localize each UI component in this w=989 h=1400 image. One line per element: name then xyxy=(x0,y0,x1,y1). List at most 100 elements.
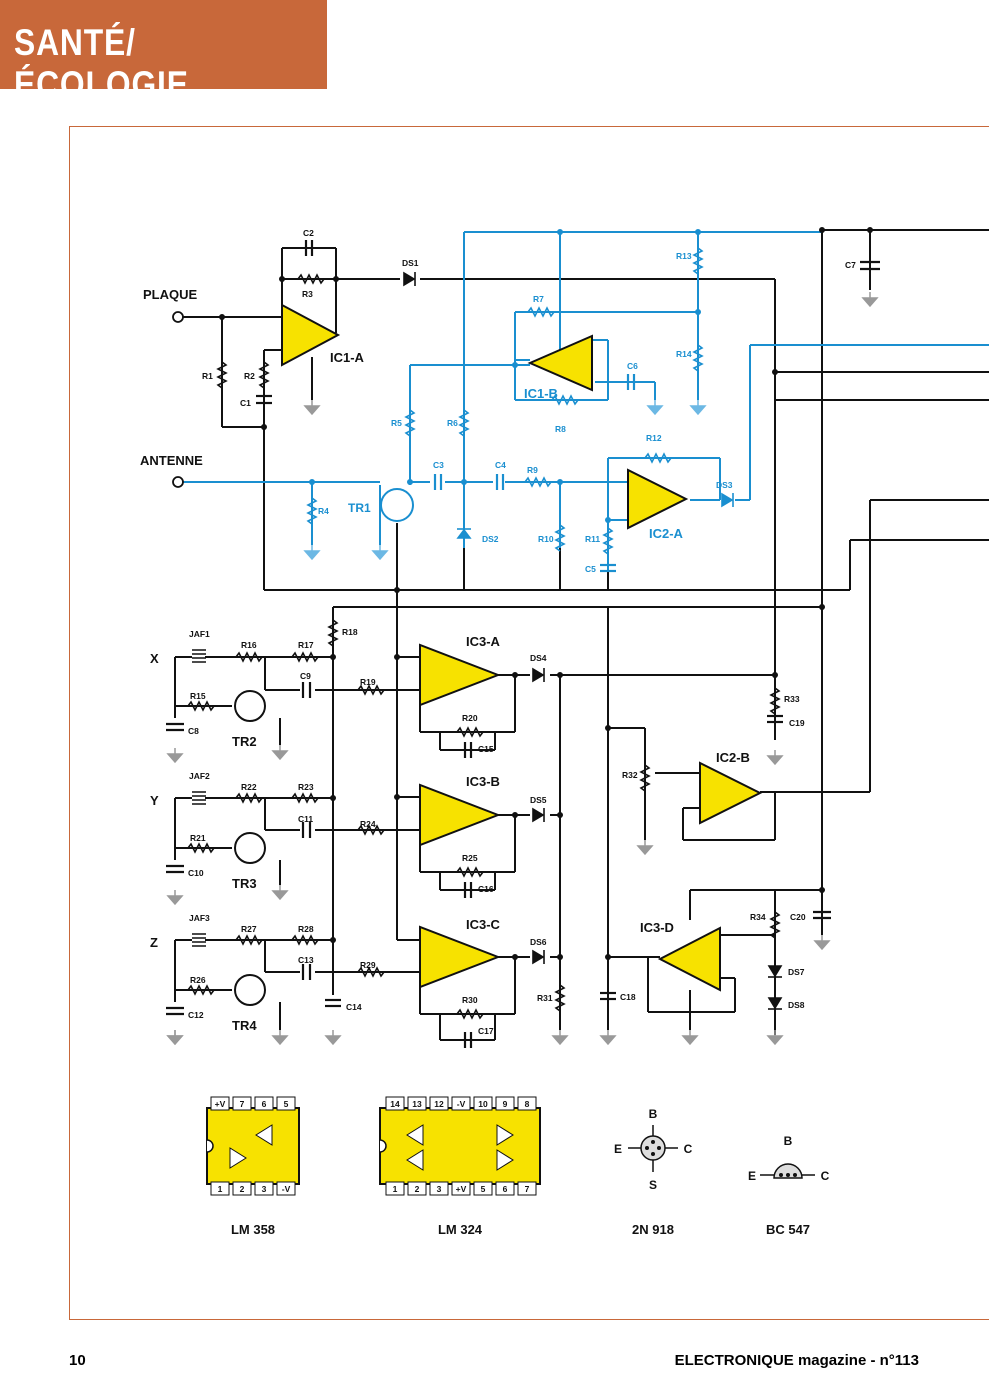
svg-text:R10: R10 xyxy=(538,534,554,544)
svg-text:R9: R9 xyxy=(527,465,538,475)
svg-text:R8: R8 xyxy=(555,424,566,434)
svg-text:R17: R17 xyxy=(298,640,314,650)
svg-text:7: 7 xyxy=(525,1184,530,1194)
ic1b-label: IC1-B xyxy=(524,386,558,401)
svg-text:5: 5 xyxy=(284,1099,289,1109)
opamp-ic3b xyxy=(419,783,501,847)
svg-text:C3: C3 xyxy=(433,460,444,470)
svg-text:C: C xyxy=(821,1169,830,1183)
component-labels-blue: IC1-B IC2-A TR1 R5 R6 R7 R8 R9 R10 R11 R… xyxy=(318,251,733,574)
svg-text:6: 6 xyxy=(262,1099,267,1109)
svg-text:9: 9 xyxy=(503,1099,508,1109)
svg-text:C7: C7 xyxy=(845,260,856,270)
tr1-label: TR1 xyxy=(348,501,371,515)
component-labels: PLAQUE ANTENNE X Y Z IC1-A IC3-A IC3-B I… xyxy=(140,228,856,1036)
x-axis-label: X xyxy=(150,651,159,666)
input-jacks xyxy=(172,311,184,488)
svg-text:8: 8 xyxy=(525,1099,530,1109)
svg-text:DS8: DS8 xyxy=(788,1000,805,1010)
svg-text:R31: R31 xyxy=(537,993,553,1003)
svg-text:R3: R3 xyxy=(302,289,313,299)
blue-wiring xyxy=(182,231,989,572)
svg-text:14: 14 xyxy=(390,1099,400,1109)
svg-text:R25: R25 xyxy=(462,853,478,863)
pinout-2n918: B E C S 2N 918 xyxy=(614,1107,693,1237)
transistor-tr3 xyxy=(234,832,266,864)
opamp-ic3a xyxy=(419,643,501,707)
svg-text:R21: R21 xyxy=(190,833,206,843)
svg-text:R27: R27 xyxy=(241,924,257,934)
section-title: SANTÉ/ÉCOLOGIE xyxy=(14,22,189,105)
antenne-jack xyxy=(172,476,184,488)
transistor-tr2 xyxy=(234,690,266,722)
opamp-ic1a xyxy=(281,303,341,367)
svg-text:DS3: DS3 xyxy=(716,480,733,490)
transistor-symbols xyxy=(234,488,414,1006)
svg-text:JAF2: JAF2 xyxy=(189,771,210,781)
svg-text:JAF3: JAF3 xyxy=(189,913,210,923)
tr3-label: TR3 xyxy=(232,876,257,891)
svg-text:C: C xyxy=(684,1142,693,1156)
svg-text:R1: R1 xyxy=(202,371,213,381)
svg-text:C20: C20 xyxy=(790,912,806,922)
svg-text:C13: C13 xyxy=(298,955,314,965)
pinout-bc547: B E C BC 547 xyxy=(748,1134,830,1237)
capacitor-symbols xyxy=(166,240,880,1048)
resistor-symbols xyxy=(187,273,781,1020)
svg-text:10: 10 xyxy=(478,1099,488,1109)
svg-text:R32: R32 xyxy=(622,770,638,780)
plaque-label: PLAQUE xyxy=(143,287,198,302)
schematic-frame xyxy=(69,126,989,1320)
svg-text:R2: R2 xyxy=(244,371,255,381)
svg-text:+V: +V xyxy=(456,1184,467,1194)
svg-text:C14: C14 xyxy=(346,1002,362,1012)
svg-text:2: 2 xyxy=(415,1184,420,1194)
transistor-tr4 xyxy=(234,974,266,1006)
svg-text:6: 6 xyxy=(503,1184,508,1194)
z-axis-label: Z xyxy=(150,935,158,950)
svg-text:R14: R14 xyxy=(676,349,692,359)
opamp-ic2a xyxy=(627,468,689,530)
junction-dots xyxy=(219,227,873,960)
svg-text:C10: C10 xyxy=(188,868,204,878)
ic2b-label: IC2-B xyxy=(716,750,750,765)
svg-text:R26: R26 xyxy=(190,975,206,985)
svg-text:C6: C6 xyxy=(627,361,638,371)
svg-text:R29: R29 xyxy=(360,960,376,970)
tr2-label: TR2 xyxy=(232,734,257,749)
ic3b-label: IC3-B xyxy=(466,774,500,789)
svg-text:R19: R19 xyxy=(360,677,376,687)
svg-text:R20: R20 xyxy=(462,713,478,723)
ground-symbols xyxy=(167,291,878,1045)
lm324-name: LM 324 xyxy=(438,1222,483,1237)
antenne-label: ANTENNE xyxy=(140,453,203,468)
svg-text:R6: R6 xyxy=(447,418,458,428)
ic3d-label: IC3-D xyxy=(640,920,674,935)
svg-text:+V: +V xyxy=(215,1099,226,1109)
svg-text:C18: C18 xyxy=(620,992,636,1002)
n2n918-name: 2N 918 xyxy=(632,1222,674,1237)
svg-text:DS6: DS6 xyxy=(530,937,547,947)
junction-dots-blue xyxy=(309,229,701,523)
svg-text:R16: R16 xyxy=(241,640,257,650)
svg-text:R34: R34 xyxy=(750,912,766,922)
svg-text:R18: R18 xyxy=(342,627,358,637)
svg-text:R12: R12 xyxy=(646,433,662,443)
resistor-symbols-blue xyxy=(306,247,704,555)
svg-text:R5: R5 xyxy=(391,418,402,428)
pinout-lm324: 14 13 12 -V 10 9 8 1 2 3 +V 5 6 7 LM 324 xyxy=(379,1096,541,1237)
svg-text:5: 5 xyxy=(481,1184,486,1194)
svg-text:R33: R33 xyxy=(784,694,800,704)
magazine-footer: ELECTRONIQUE magazine - n°113 xyxy=(674,1352,919,1369)
svg-text:R22: R22 xyxy=(241,782,257,792)
svg-text:R11: R11 xyxy=(585,534,600,544)
ic3c-label: IC3-C xyxy=(466,917,501,932)
svg-text:R13: R13 xyxy=(676,251,692,261)
svg-text:E: E xyxy=(614,1142,622,1156)
svg-text:DS5: DS5 xyxy=(530,795,547,805)
opamp-ic2b xyxy=(699,761,763,825)
diode-symbols-blue xyxy=(456,492,734,539)
svg-text:7: 7 xyxy=(240,1099,245,1109)
svg-text:R23: R23 xyxy=(298,782,314,792)
